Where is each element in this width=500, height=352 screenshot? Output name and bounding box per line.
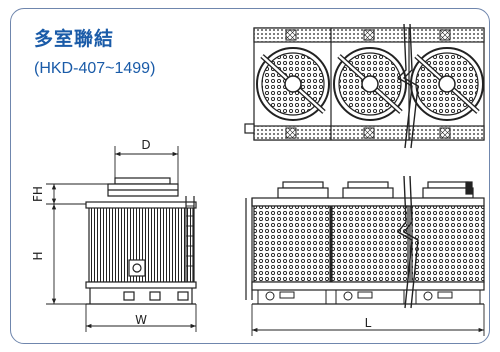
dim-label-depth: D <box>141 138 150 152</box>
side-view <box>85 177 197 305</box>
fan-2 <box>333 47 407 121</box>
dim-label-fan-height: FH <box>31 186 45 202</box>
model-range: (HKD-407~1499) <box>34 60 156 77</box>
dimension-lines <box>46 146 485 336</box>
front-view <box>245 175 485 309</box>
diagram-title: 多室聯結 <box>34 28 115 50</box>
fan-1 <box>256 47 330 121</box>
dim-label-width: W <box>135 313 147 327</box>
fan-3 <box>410 47 484 121</box>
top-view <box>244 23 485 149</box>
dim-label-height: H <box>31 251 45 260</box>
dim-label-length: L <box>365 316 372 330</box>
